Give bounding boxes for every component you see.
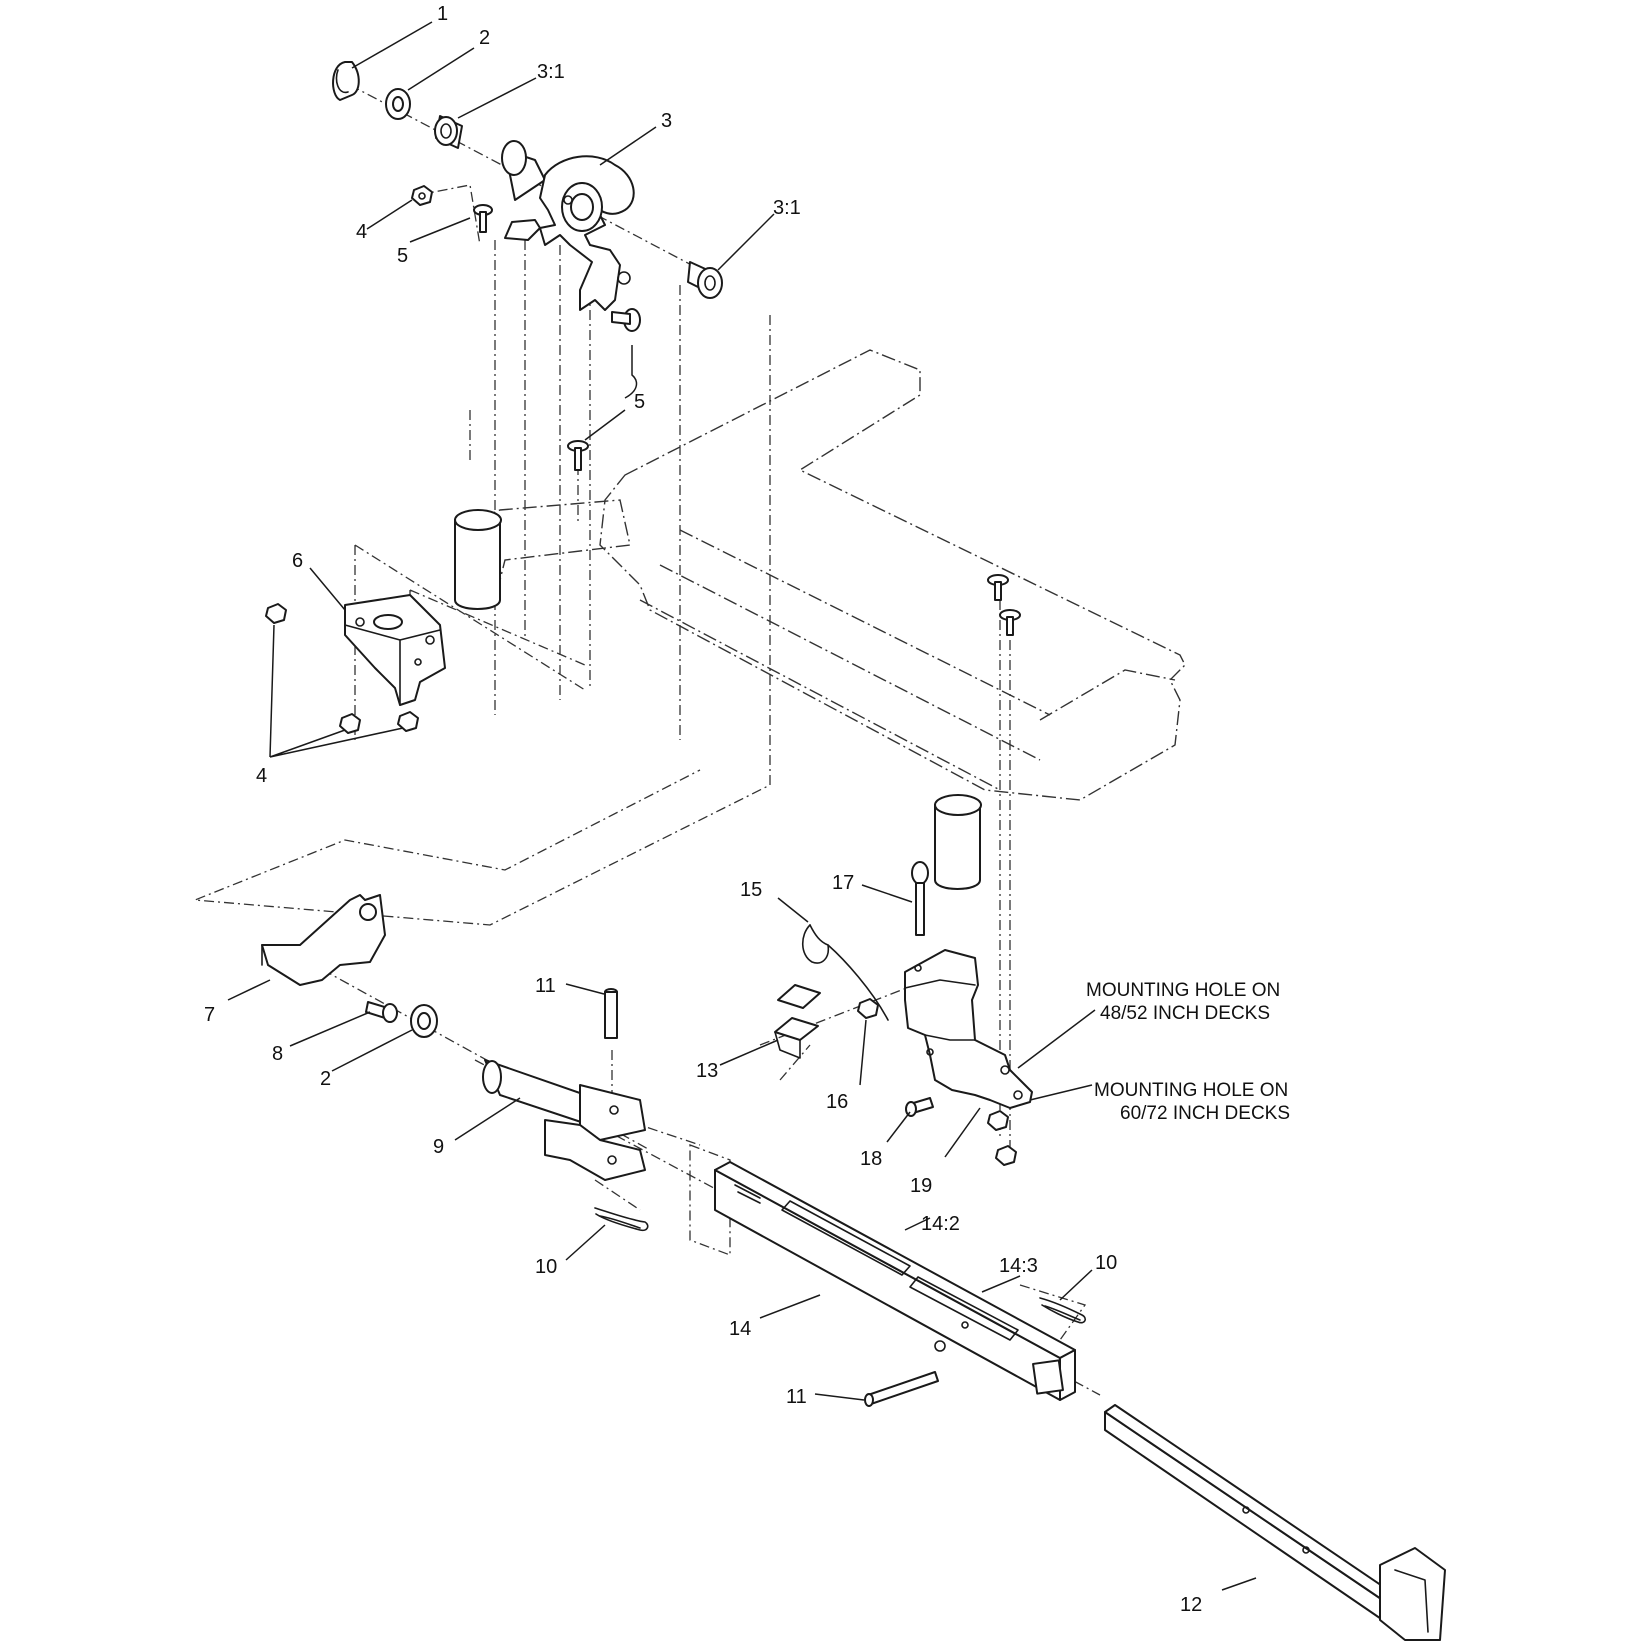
- label-13: 13: [696, 1060, 718, 1082]
- flange-nut-left: [265, 603, 287, 624]
- label-5-top: 5: [397, 245, 408, 267]
- label-2-top: 2: [479, 27, 490, 49]
- label-10-right: 10: [1095, 1252, 1117, 1274]
- label-11-top: 11: [535, 975, 556, 997]
- hair-pin-right: [1039, 1297, 1086, 1324]
- label-3-1-top: 3:1: [537, 61, 565, 83]
- label-19: 19: [910, 1175, 932, 1197]
- label-10-left: 10: [535, 1256, 557, 1278]
- shoulder-bolt: [365, 1001, 398, 1023]
- note-48-52-line2: 48/52 INCH DECKS: [1100, 1003, 1270, 1024]
- pad-lower: [774, 1017, 819, 1059]
- draw-bar-tube: [714, 1161, 1076, 1401]
- label-16: 16: [826, 1091, 848, 1113]
- label-3-1-right: 3:1: [773, 197, 801, 219]
- flange-nut-top: [411, 185, 433, 206]
- label-5-mid: 5: [634, 391, 645, 413]
- label-1: 1: [437, 3, 448, 25]
- label-8: 8: [272, 1043, 283, 1065]
- label-4-low: 4: [256, 765, 267, 787]
- washer-lower: [410, 1004, 438, 1038]
- label-12: 12: [1180, 1594, 1202, 1616]
- label-9: 9: [433, 1136, 444, 1158]
- detent-pin: [911, 861, 929, 936]
- label-11-low: 11: [786, 1386, 807, 1408]
- label-3: 3: [661, 110, 672, 132]
- lock-nut: [857, 998, 879, 1019]
- frame-carriage-bolt-a: [987, 574, 1009, 601]
- mounting-bracket: [904, 949, 1033, 1109]
- label-15: 15: [740, 879, 762, 901]
- label-14-2: 14:2: [921, 1213, 960, 1235]
- label-18: 18: [860, 1148, 882, 1170]
- note-60-72-line2: 60/72 INCH DECKS: [1120, 1103, 1290, 1124]
- frame-pivot-tube-left: [454, 509, 502, 610]
- bushing-right: [687, 261, 723, 299]
- bracket-projection: [354, 544, 586, 740]
- lift-plate: [501, 140, 635, 311]
- decal-14-2: [781, 1200, 911, 1276]
- frame-rail-ghost: [639, 529, 1051, 791]
- lynch-pin: [332, 61, 360, 101]
- clevis-pin-top: [604, 988, 618, 1039]
- leader-lines: [227, 21, 1257, 1591]
- deck-bracket: [344, 594, 446, 706]
- callout-labels: 1 2 3:1 3 3:1 4 5 5 6 4 7 8 2 9 11 10 13…: [204, 3, 1202, 1616]
- hair-pin-left: [594, 1207, 649, 1232]
- label-14-3: 14:3: [999, 1255, 1038, 1277]
- washer-top: [385, 88, 411, 120]
- label-7: 7: [204, 1004, 215, 1026]
- label-2-low: 2: [320, 1068, 331, 1090]
- label-14: 14: [729, 1318, 751, 1340]
- decal-14-3: [909, 1276, 1019, 1341]
- bushing-top: [434, 115, 463, 149]
- lift-projection-box: [194, 240, 771, 926]
- pivot-arm: [482, 1059, 646, 1181]
- label-4-top: 4: [356, 221, 367, 243]
- carriage-bolt-b: [611, 308, 641, 332]
- flange-nut-right: [397, 711, 419, 732]
- bracket-flange-nut-a: [987, 1110, 1009, 1131]
- note-48-52-line1: MOUNTING HOLE ON: [1086, 980, 1280, 1001]
- extension-tube: [1104, 1404, 1446, 1641]
- label-6: 6: [292, 550, 303, 572]
- hitch-end-box: [689, 1144, 731, 1256]
- bolt-axis: [577, 445, 1011, 1150]
- pad-upper: [777, 984, 821, 1009]
- lift-projection-inner: [469, 245, 591, 700]
- frame-carriage-bolt-b: [999, 609, 1021, 636]
- parts: [261, 61, 1446, 1641]
- clevis-pin-lower: [864, 1371, 939, 1407]
- carriage-bolt-a: [473, 204, 493, 233]
- frame-pivot-tube-right: [934, 794, 982, 890]
- hex-bolt: [905, 1097, 934, 1117]
- bracket-flange-nut-b: [995, 1145, 1017, 1166]
- lanyard-cable: [801, 924, 889, 1021]
- mounting-notes: MOUNTING HOLE ON 48/52 INCH DECKS MOUNTI…: [1086, 980, 1290, 1124]
- carriage-bolt-c: [567, 440, 589, 471]
- frame-ghost-outline: [599, 349, 1186, 801]
- deck-hanger-arm: [261, 894, 386, 986]
- frame-arm-ghost: [454, 499, 1176, 721]
- pin-axis-low: [594, 1050, 1087, 1341]
- flange-nut-mid: [339, 713, 361, 734]
- note-60-72-line1: MOUNTING HOLE ON: [1094, 1080, 1288, 1101]
- label-17: 17: [832, 872, 854, 894]
